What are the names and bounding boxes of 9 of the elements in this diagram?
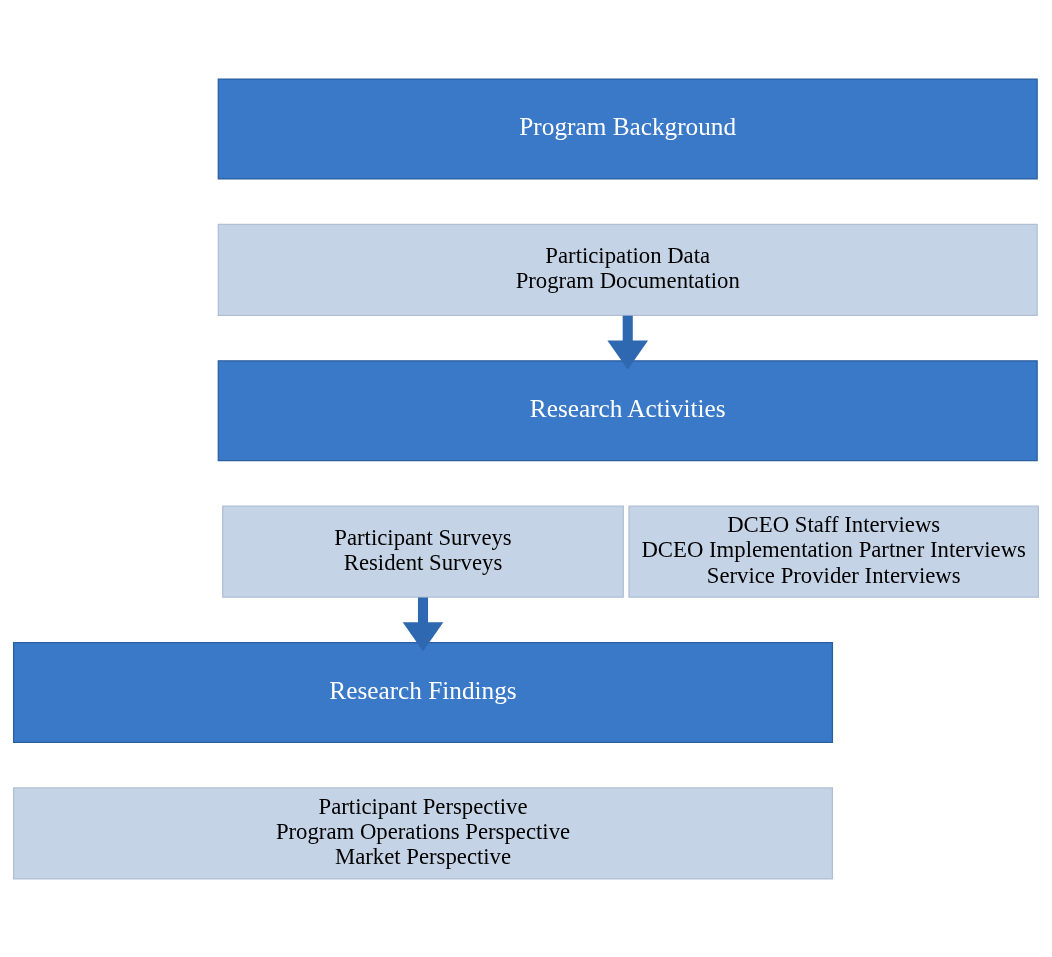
node-box: Program Background [217,77,1038,179]
arrow [607,315,649,370]
node-box: Participation Data Program Documentation [217,223,1038,316]
arrow [402,596,444,651]
node-box: Participant Surveys Resident Surveys [222,505,624,598]
node-box: Research Findings [12,641,834,743]
node-box: Participant Perspective Program Operations Perspective Market Perspective [12,786,834,880]
node-box: DCEO Staff Interviews DCEO Implementation Partner Interviews Service Provider Interviews [628,505,1040,598]
node-box: Research Activities [217,359,1038,461]
